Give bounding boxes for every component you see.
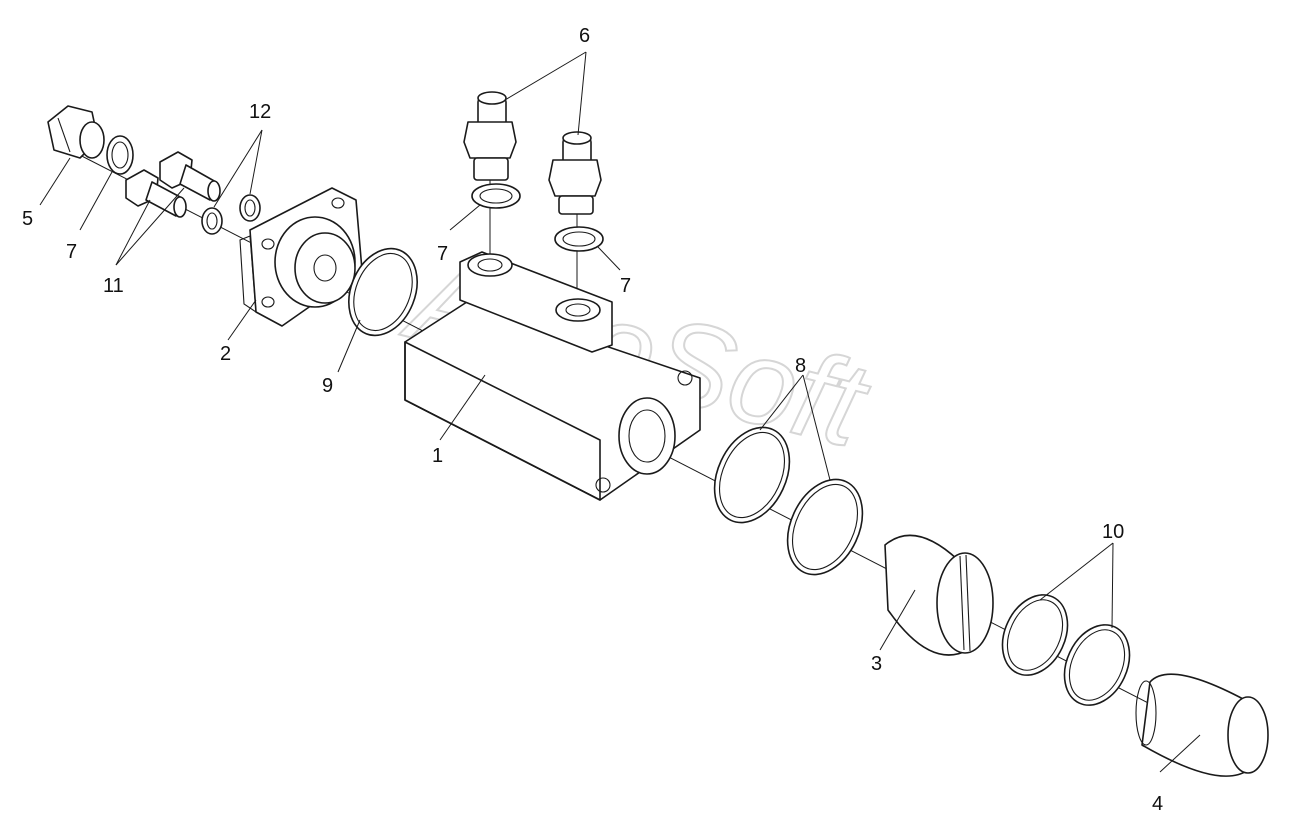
label-part-2: 2 <box>220 343 231 365</box>
label-part-5: 5 <box>22 208 33 230</box>
part-7-washer-right-inner <box>562 231 596 247</box>
part-12-washer-upper-inner <box>244 199 256 217</box>
label-part-8: 8 <box>795 355 806 377</box>
part-8-o-ring-right-inner <box>792 483 858 571</box>
part-6-fitting-left <box>463 91 517 181</box>
label-part-10: 10 <box>1102 521 1124 543</box>
part-9-o-ring-inner <box>353 253 413 331</box>
part-12-washer-lower-inner <box>206 212 218 230</box>
part-7-washer-left-inner <box>479 188 513 204</box>
part-11-bolt-upper <box>159 151 221 202</box>
part-4-plunger <box>1135 673 1269 777</box>
part-9-o-ring <box>348 247 418 337</box>
part-10-ring-left <box>1001 594 1069 676</box>
leader-lines <box>39 51 1201 773</box>
part-10-ring-left-inner <box>1006 599 1064 671</box>
part-8-o-ring-right <box>786 478 864 576</box>
part-12-washer-upper <box>239 194 261 222</box>
part-7-washer-plug <box>106 135 134 175</box>
label-part-1: 1 <box>432 445 443 467</box>
label-part-3: 3 <box>871 653 882 675</box>
label-part-6: 6 <box>579 25 590 47</box>
part-7-washer-left <box>471 183 521 209</box>
label-part-7-right: 7 <box>620 275 631 297</box>
label-part-7-left: 7 <box>437 243 448 265</box>
part-2-flange-cover <box>239 187 363 327</box>
label-part-7-plug: 7 <box>66 241 77 263</box>
part-12-washer-lower <box>201 207 223 235</box>
part-8-o-ring-left <box>713 426 791 524</box>
part-7-washer-right <box>554 226 604 252</box>
part-10-ring-right-inner <box>1068 629 1126 701</box>
part-1-valve-body <box>404 251 701 501</box>
part-8-o-ring-left-inner <box>719 431 785 519</box>
label-part-11: 11 <box>103 275 124 297</box>
part-6-fitting-right <box>548 131 602 215</box>
label-part-12: 12 <box>249 101 271 123</box>
part-11-bolt-lower <box>125 169 187 218</box>
label-part-4: 4 <box>1152 793 1163 815</box>
label-part-9: 9 <box>322 375 333 397</box>
part-7-washer-plug-inner <box>111 141 129 169</box>
part-10-ring-right <box>1063 624 1131 706</box>
part-3-piston <box>884 534 994 656</box>
part-5-plug <box>47 105 105 159</box>
